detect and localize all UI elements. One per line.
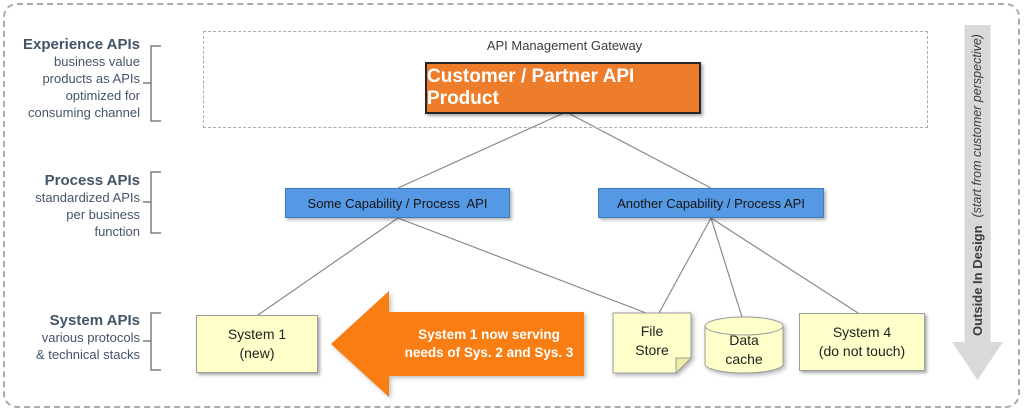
api-gateway-label: API Management Gateway [486, 38, 643, 53]
outside-in-down-arrow [952, 25, 1003, 380]
bracket-icon-system [143, 312, 161, 371]
label-process-apis: Process APIs standardized APIs per busin… [35, 172, 140, 240]
process-api-label: Some Capability / Process API [307, 195, 488, 211]
system-apis-line: & technical stacks [35, 347, 140, 362]
connector-process2-to-datacache [710, 217, 743, 318]
bracket-icon-experience [143, 45, 161, 122]
annotation-arrow-text: System 1 now serving needs of Sys. 2 and… [404, 327, 574, 360]
api-gateway-box [203, 31, 928, 128]
connector-process2-to-filestore [658, 217, 712, 314]
outside-in-design-label: Outside In Design (start from customer p… [964, 20, 990, 350]
process-apis-line: function [94, 224, 140, 239]
data-cache-label: Data cache [706, 330, 782, 370]
label-experience-apis: Experience APIs business value products … [23, 36, 140, 121]
connector-lines [257, 111, 859, 318]
outside-in-design-bold-text: Outside In Design [969, 225, 985, 336]
process-api-label: Another Capability / Process API [617, 195, 805, 211]
system4-name: System 4 [832, 324, 892, 340]
file-store-line2: Store [635, 342, 669, 358]
file-store-line1: File [640, 323, 664, 339]
experience-apis-line: optimized for [65, 88, 140, 103]
experience-apis-line: consuming channel [27, 105, 140, 120]
label-system-apis: System APIs various protocols & technica… [36, 312, 140, 363]
process-api-box-some-capability: Some Capability / Process API [285, 188, 510, 218]
customer-partner-api-product-box: Customer / Partner API Product [425, 62, 701, 114]
data-cache-cylinder-top [704, 316, 784, 336]
data-cache-line1: Data [729, 332, 759, 348]
experience-apis-line: business value [54, 54, 140, 69]
system1-box: System 1 (new) [196, 315, 318, 373]
annotation-left-arrow [331, 291, 584, 397]
system-apis-line: various protocols [41, 330, 140, 345]
process-api-box-another-capability: Another Capability / Process API [598, 188, 824, 218]
connector-process2-to-system4 [710, 217, 859, 314]
experience-apis-line: products as APIs [42, 71, 140, 86]
bracket-icon-process [143, 171, 161, 234]
connector-product-to-process2 [565, 111, 712, 189]
experience-apis-title: Experience APIs [22, 36, 140, 53]
system1-name: System 1 [227, 326, 287, 342]
data-cache-line2: cache [725, 351, 763, 367]
diagram-border [3, 3, 1020, 408]
process-apis-line: per business [66, 207, 140, 222]
connector-product-to-process1 [397, 111, 567, 189]
connector-process1-to-filestore [397, 217, 647, 314]
outside-in-design-italic-text: (start from customer perspective) [970, 34, 984, 218]
connector-process1-to-system1 [257, 217, 399, 316]
system-apis-title: System APIs [49, 312, 140, 329]
file-store-label: File Store [613, 316, 691, 366]
system1-note: (new) [239, 345, 275, 361]
system4-box: System 4 (do not touch) [799, 313, 925, 371]
file-store-fold-icon [675, 357, 693, 375]
customer-partner-api-product-label: Customer / Partner API Product [427, 66, 635, 109]
system4-note: (do not touch) [818, 343, 906, 359]
process-apis-line: standardized APIs [35, 190, 140, 205]
process-apis-title: Process APIs [44, 172, 140, 189]
data-cache-cylinder-body [704, 326, 784, 374]
